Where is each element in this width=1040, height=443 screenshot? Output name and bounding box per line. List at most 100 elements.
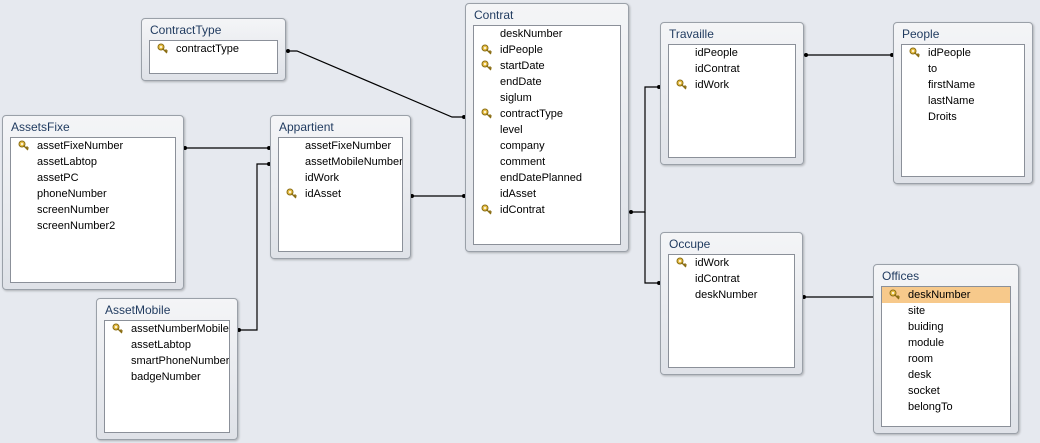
table-title[interactable]: Contrat (474, 8, 514, 22)
key-icon (481, 108, 493, 120)
field-name: buiding (908, 321, 944, 333)
field-row[interactable]: endDate (474, 74, 620, 90)
field-row[interactable]: to (902, 61, 1024, 77)
table-title[interactable]: Occupe (669, 237, 711, 251)
field-row[interactable]: idContrat (669, 61, 795, 77)
field-row[interactable]: idPeople (902, 45, 1024, 61)
field-list[interactable]: assetNumberMobile assetLabtop smartPhoneNu… (104, 320, 230, 433)
field-row[interactable]: idAsset (474, 186, 620, 202)
field-row[interactable]: contractType (150, 41, 277, 57)
field-row[interactable]: idWork (669, 77, 795, 93)
field-row[interactable]: assetFixeNumber (279, 138, 402, 154)
field-row[interactable]: assetLabtop (11, 154, 175, 170)
field-name: level (500, 124, 523, 136)
field-row[interactable]: assetFixeNumber (11, 138, 175, 154)
field-row[interactable]: room (882, 351, 1010, 367)
field-row[interactable]: assetLabtop (105, 337, 229, 353)
table-title[interactable]: People (902, 27, 940, 41)
field-row[interactable]: badgeNumber (105, 369, 229, 385)
key-icon (909, 47, 921, 59)
table-title[interactable]: AssetsFixe (11, 120, 70, 134)
key-icon (157, 43, 169, 55)
relationship-line[interactable] (644, 212, 660, 284)
key-icon (676, 79, 688, 91)
field-row[interactable]: phoneNumber (11, 186, 175, 202)
field-name: assetLabtop (131, 339, 191, 351)
field-name: assetLabtop (37, 156, 97, 168)
field-row[interactable]: assetMobileNumber (279, 154, 402, 170)
field-row[interactable]: lastName (902, 93, 1024, 109)
table-contracttype[interactable]: ContractType contractType (141, 18, 286, 81)
field-row[interactable]: module (882, 335, 1010, 351)
field-row[interactable]: idAsset (279, 186, 402, 202)
table-title[interactable]: Travaille (669, 27, 714, 41)
relationship-line[interactable] (238, 163, 270, 331)
field-row[interactable]: idWork (279, 170, 402, 186)
field-name: idAsset (500, 188, 537, 200)
field-list[interactable]: contractType (149, 40, 278, 74)
key-icon (481, 204, 493, 216)
field-name: smartPhoneNumber (131, 355, 230, 367)
field-name: desk (908, 369, 932, 381)
key-icon (18, 140, 30, 152)
table-assetmobile[interactable]: AssetMobile assetNumberMobile assetLabtop… (96, 298, 238, 440)
field-row[interactable]: Droits (902, 109, 1024, 125)
table-title[interactable]: Appartient (279, 120, 334, 134)
field-row[interactable]: assetPC (11, 170, 175, 186)
field-name: endDatePlanned (500, 172, 582, 184)
field-row[interactable]: level (474, 122, 620, 138)
table-title[interactable]: Offices (882, 269, 920, 283)
field-row[interactable]: endDatePlanned (474, 170, 620, 186)
field-row[interactable]: contractType (474, 106, 620, 122)
field-row[interactable]: screenNumber2 (11, 218, 175, 234)
field-row[interactable]: desk (882, 367, 1010, 383)
field-row[interactable]: smartPhoneNumber (105, 353, 229, 369)
field-name: module (908, 337, 945, 349)
field-name: socket (908, 385, 940, 397)
field-name: lastName (928, 95, 975, 107)
field-row[interactable]: deskNumber (882, 287, 1010, 303)
field-row[interactable]: buiding (882, 319, 1010, 335)
field-row[interactable]: company (474, 138, 620, 154)
field-row[interactable]: firstName (902, 77, 1024, 93)
table-title[interactable]: AssetMobile (105, 303, 171, 317)
field-row[interactable]: socket (882, 383, 1010, 399)
field-row[interactable]: idPeople (669, 45, 795, 61)
field-row[interactable]: idContrat (474, 202, 620, 218)
field-row[interactable]: siglum (474, 90, 620, 106)
relationship-line[interactable] (630, 86, 660, 213)
field-row[interactable]: screenNumber (11, 202, 175, 218)
relationship-line[interactable] (287, 50, 465, 118)
field-row[interactable]: startDate (474, 58, 620, 74)
field-row[interactable]: idContrat (669, 271, 794, 287)
field-row[interactable]: site (882, 303, 1010, 319)
field-row[interactable]: belongTo (882, 399, 1010, 415)
field-row[interactable]: comment (474, 154, 620, 170)
field-name: to (928, 63, 938, 75)
key-icon (481, 60, 493, 72)
field-row[interactable]: idPeople (474, 42, 620, 58)
field-row[interactable]: assetNumberMobile (105, 321, 229, 337)
field-row[interactable]: deskNumber (474, 26, 620, 42)
table-title[interactable]: ContractType (150, 23, 222, 37)
field-row[interactable]: idWork (669, 255, 794, 271)
key-icon (481, 44, 493, 56)
field-name: comment (500, 156, 546, 168)
field-row[interactable]: deskNumber (669, 287, 794, 303)
field-name: belongTo (908, 401, 953, 413)
field-name: badgeNumber (131, 371, 201, 383)
